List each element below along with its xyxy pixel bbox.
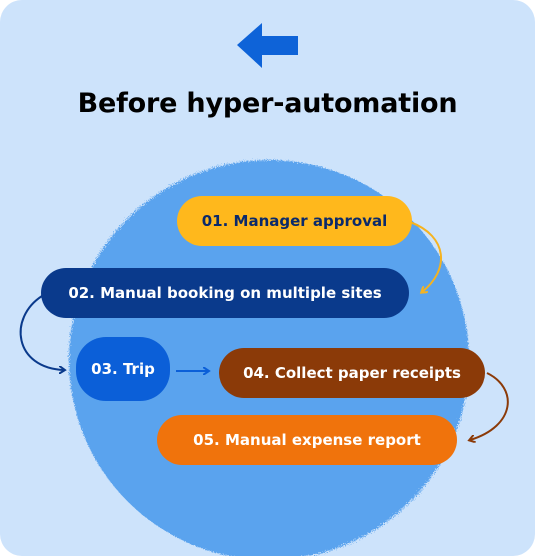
step-label: 03. Trip bbox=[91, 360, 155, 378]
step-label: 04. Collect paper receipts bbox=[243, 364, 461, 382]
diagram-title: Before hyper-automation bbox=[77, 88, 458, 119]
step-manager-approval: 01. Manager approval bbox=[177, 196, 412, 246]
step-expense-report: 05. Manual expense report bbox=[157, 415, 457, 465]
connector-1-to-2 bbox=[409, 221, 443, 292]
step-trip: 03. Trip bbox=[76, 337, 170, 401]
step-label: 01. Manager approval bbox=[201, 212, 388, 230]
arrow-left-icon bbox=[237, 23, 298, 68]
connector-2-to-3 bbox=[19, 295, 64, 370]
connector-4-to-5 bbox=[470, 372, 509, 440]
step-label: 02. Manual booking on multiple sites bbox=[68, 284, 382, 302]
step-manual-booking: 02. Manual booking on multiple sites bbox=[41, 268, 409, 318]
step-collect-receipts: 04. Collect paper receipts bbox=[219, 348, 485, 398]
step-label: 05. Manual expense report bbox=[193, 431, 421, 449]
